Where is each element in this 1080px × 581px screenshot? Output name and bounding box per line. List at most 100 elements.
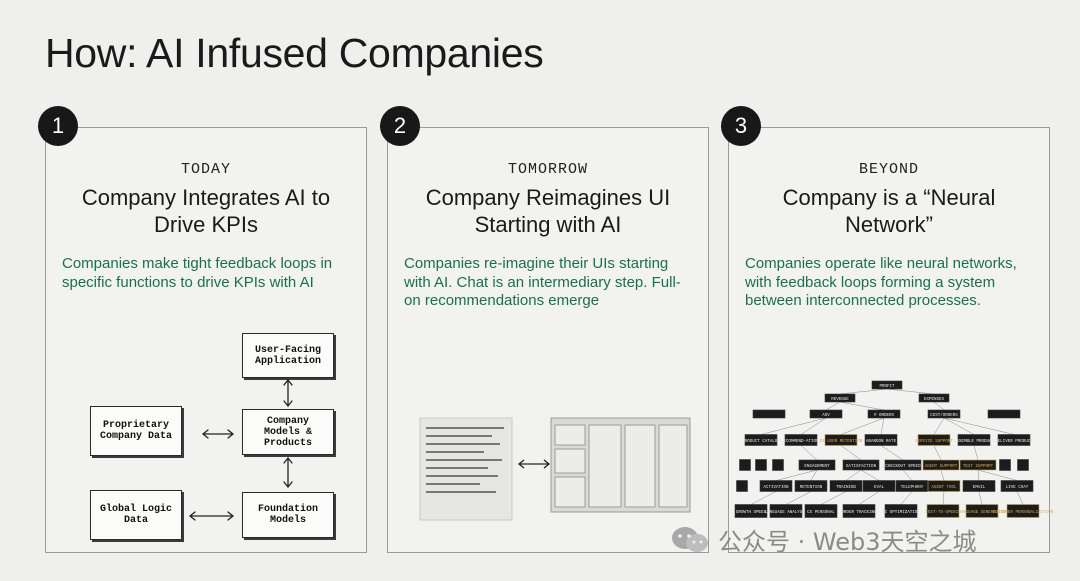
watermark: 公众号 · Web3天空之城 — [670, 522, 976, 557]
network-node: # ORDERS — [867, 409, 901, 419]
diagram-box-global-logic: Global Logic Data — [90, 490, 182, 540]
network-edge — [933, 401, 945, 411]
diagram-box-user-facing: User-Facing Application — [242, 333, 334, 378]
network-node-label: SATISFACTION — [846, 465, 877, 469]
network-edge — [845, 469, 862, 481]
network-edge — [839, 401, 885, 411]
card-heading: Company Integrates AI to Drive KPIs — [81, 185, 331, 237]
network-node: RECOMMEND-ATIONS — [781, 434, 822, 446]
network-node — [772, 459, 784, 471]
network-edge — [775, 469, 818, 481]
network-node — [752, 409, 786, 419]
network-node-label: ENGAGEMENT — [804, 465, 830, 469]
network-node-label: EXPENSES — [924, 398, 945, 402]
step-badge: 1 — [38, 106, 78, 146]
network-node-label: TELEPHONY — [901, 486, 924, 490]
network-edge — [900, 491, 913, 505]
network-node-label: RETENTION — [800, 486, 823, 490]
network-node-label: CHECKOUT SPEED — [885, 465, 921, 469]
network-node: COST/ORDERS — [927, 409, 961, 419]
network-node: EMAIL — [962, 480, 996, 492]
network-node — [999, 459, 1011, 471]
card-heading: Company Reimagines UI Starting with AI — [425, 185, 671, 237]
network-node: ORDER TRACKING — [841, 504, 877, 518]
card-tomorrow: TOMORROW Company Reimagines UI Starting … — [387, 127, 709, 553]
network-edge — [858, 491, 880, 505]
card-heading: Company is a “Neural Network” — [782, 185, 996, 237]
diagram-box-foundation: Foundation Models — [242, 492, 334, 538]
network-edge — [860, 469, 880, 481]
network-edge — [840, 417, 885, 435]
network-node: ABANDON RATE — [864, 434, 898, 446]
network-node: ACTIVATION — [759, 480, 793, 492]
ui-reimagine-illustration — [419, 417, 691, 521]
network-node — [755, 459, 767, 471]
network-node: ENGAGEMENT — [798, 459, 836, 471]
card-description: Companies operate like neural networks, … — [745, 255, 1017, 310]
network-edge — [800, 417, 827, 435]
network-node-label: AGENT SUPPORT — [925, 465, 958, 469]
step-badge: 3 — [721, 106, 761, 146]
network-edge — [943, 417, 975, 435]
network-node-label: # ORDERS — [874, 414, 895, 418]
network-node: EVAL — [862, 480, 896, 492]
network-edge — [933, 445, 942, 461]
network-node: RETENTION — [794, 480, 828, 492]
network-node-label: DELIVER PRODUCT — [995, 440, 1033, 444]
network-node: AGENT TOOL — [927, 480, 961, 492]
network-node: LANGUAGE GENERATION — [958, 504, 1006, 518]
network-edge — [943, 417, 1015, 435]
network-node-label: COST/ORDERS — [930, 413, 958, 418]
diagram-box-proprietary: Proprietary Company Data — [90, 406, 182, 456]
network-node-label: CX PERSONAL — [807, 511, 835, 515]
network-node-label: EMAIL — [973, 486, 986, 490]
network-node-label: SERVICE SUPPORT — [915, 440, 953, 444]
network-node — [987, 409, 1021, 419]
network-node-label: TRAINING — [836, 486, 857, 490]
network-node-label: PROFIT — [879, 385, 895, 389]
network-node: PROFIT — [871, 380, 903, 390]
network-node: ASSEMBLE PRODUCT — [954, 434, 995, 446]
network-edge — [1016, 491, 1024, 505]
network-edge — [800, 445, 818, 461]
network-edge — [760, 417, 827, 435]
network-node-label: PRODUCT CATALOG — [742, 440, 780, 444]
network-node: EXPENSES — [918, 393, 950, 403]
network-node — [739, 459, 751, 471]
wechat-icon — [672, 526, 708, 552]
network-node-label: ASSEMBLE PRODUCT — [954, 440, 995, 444]
network-edge — [942, 491, 945, 505]
network-node: GROWTH SPEED — [734, 504, 768, 518]
network-node-label: ABANDON RATE — [866, 440, 897, 444]
card-description: Companies make tight feedback loops in s… — [62, 255, 333, 291]
network-node: CX USER RETENTION — [820, 434, 863, 446]
network-node: TEXT SUPPORT — [959, 459, 997, 471]
network-node: CX PERSONAL — [804, 504, 838, 518]
card-eyebrow: TOMORROW — [507, 161, 588, 178]
network-node — [736, 480, 748, 492]
network-edge — [840, 445, 862, 461]
network-node-label: EVAL — [874, 486, 885, 490]
network-node: LIVE CHAT — [1000, 480, 1034, 492]
network-node-label: GROWTH SPEED — [736, 511, 767, 515]
card-eyebrow: TODAY — [180, 161, 231, 178]
network-node: CUSTOMER PERSONALIZATION — [993, 504, 1054, 518]
network-node — [1017, 459, 1029, 471]
network-edge — [940, 469, 945, 481]
network-node-label: ORDER TRACKING — [841, 511, 877, 515]
network-node-label: LANGUAGE GENERATION — [958, 511, 1006, 515]
network-edge — [880, 417, 885, 435]
network-node: AI OPTIMIZATION — [882, 504, 920, 518]
network-node-label: AI OPTIMIZATION — [882, 511, 920, 515]
network-node: CHECKOUT SPEED — [884, 459, 922, 471]
network-node: AGENT SUPPORT — [922, 459, 960, 471]
card-today: TODAY Company Integrates AI to Drive KPI… — [45, 127, 367, 553]
card-description: Companies re-imagine their UIs starting … — [404, 255, 681, 310]
network-node-label: LANGUAGE ANALYSIS — [765, 511, 808, 515]
network-node: TEXT-TO-SPEECH — [925, 504, 961, 518]
network-edge — [977, 469, 1018, 481]
network-node-label: AOV — [822, 414, 830, 418]
network-node-label: TEXT SUPPORT — [963, 465, 994, 469]
network-edge — [785, 491, 812, 505]
